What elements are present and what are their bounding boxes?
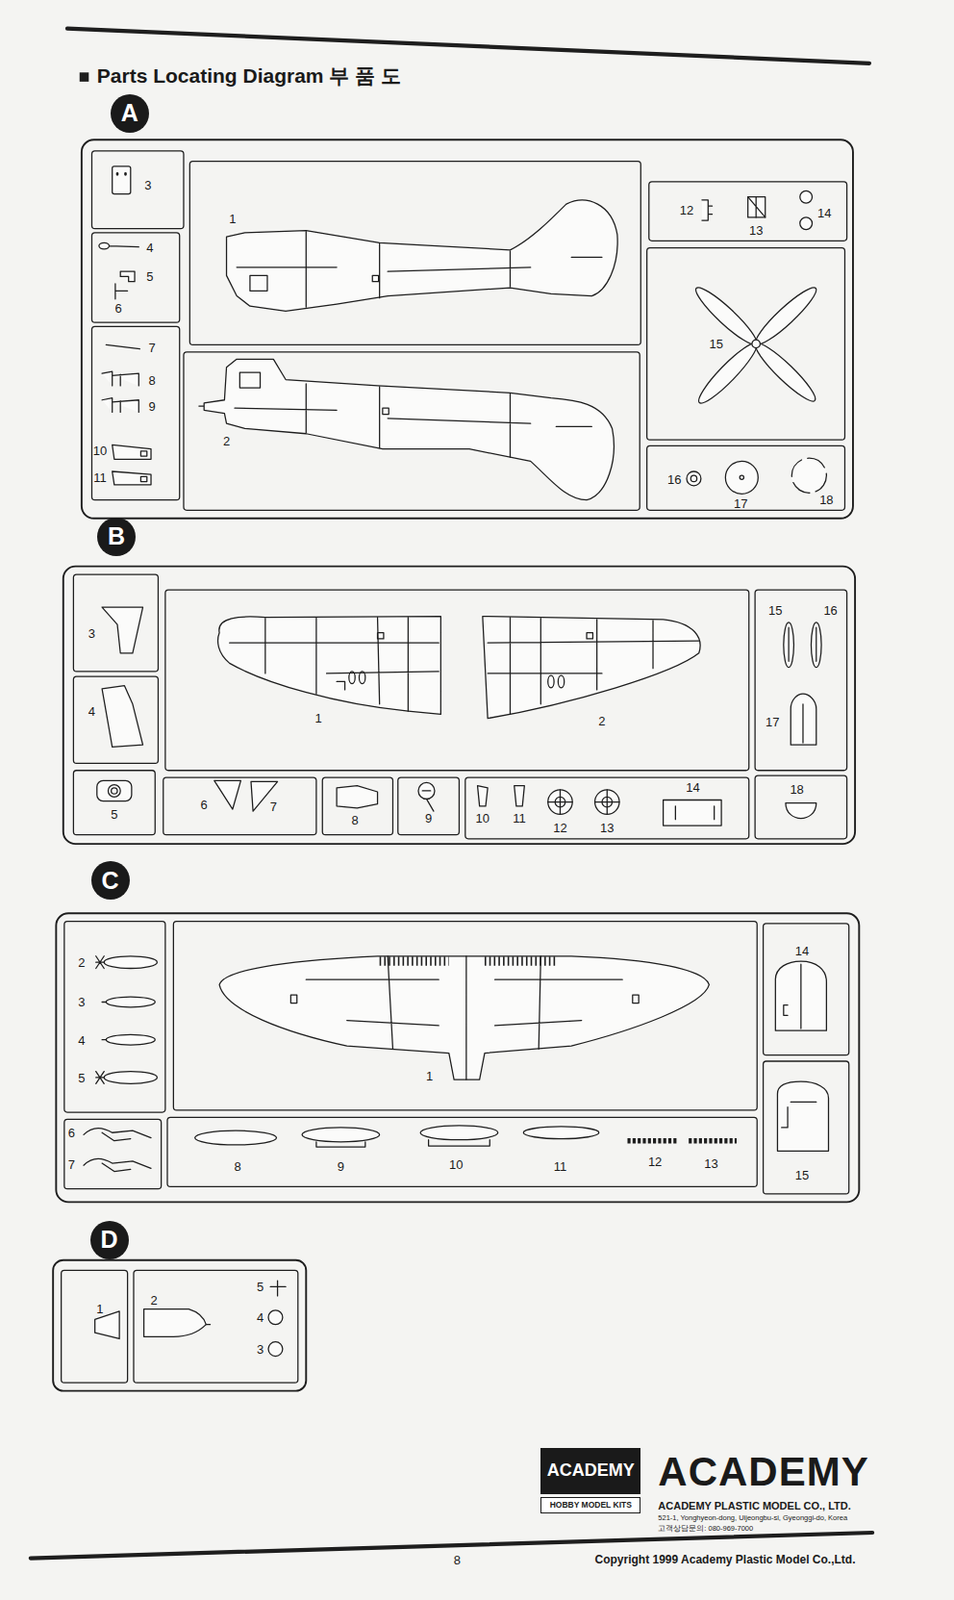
part-number: 12 xyxy=(552,821,567,834)
brand-logo: ACADEMY xyxy=(540,1447,641,1494)
part-number: 8 xyxy=(351,812,359,826)
company-address: 521-1, Yonghyeon-dong, Uijeongbu-si, Gye… xyxy=(657,1513,848,1522)
part-number: 18 xyxy=(819,492,833,505)
part-number: 13 xyxy=(703,1156,718,1170)
sprue-letter: B xyxy=(97,517,136,556)
brand-wordmark: ACADEMY xyxy=(657,1451,869,1492)
part-number: 3 xyxy=(77,995,85,1008)
part-number: 13 xyxy=(749,223,763,236)
node-text: C xyxy=(101,867,120,895)
part-number: 5 xyxy=(256,1280,264,1293)
part-number: 13 xyxy=(600,821,614,834)
sprue-letter: C xyxy=(91,860,130,900)
part-number: 6 xyxy=(68,1126,76,1139)
part-number: 7 xyxy=(148,340,155,353)
part-number: 9 xyxy=(337,1159,345,1173)
node-text: B xyxy=(107,523,126,551)
part-number: 4 xyxy=(88,704,96,718)
part-number: 4 xyxy=(146,240,153,253)
part-number: 8 xyxy=(148,373,155,386)
part-number: 16 xyxy=(667,473,681,486)
node-text: A xyxy=(121,100,139,127)
brand-tagline: HOBBY MODEL KITS xyxy=(540,1496,641,1513)
sprue-letter: D xyxy=(90,1220,129,1259)
part-number: 2 xyxy=(77,955,85,969)
sprue-letter: A xyxy=(110,94,150,133)
part-number: 6 xyxy=(200,797,208,810)
part-number: 9 xyxy=(148,400,155,413)
part-number: 7 xyxy=(68,1157,76,1171)
part-number: 5 xyxy=(110,807,118,821)
part-number: 7 xyxy=(270,799,277,812)
page-title: Parts Locating Diagram 부 품 도 xyxy=(97,65,402,86)
part-number: 12 xyxy=(679,203,694,217)
node-text: D xyxy=(100,1226,118,1254)
part-number: 18 xyxy=(789,781,804,795)
part-number: 14 xyxy=(817,205,831,219)
part-number: 15 xyxy=(768,603,782,617)
node-text: ACADEMY xyxy=(547,1460,635,1481)
part-number: 14 xyxy=(795,944,809,957)
part-number: 17 xyxy=(733,496,748,509)
part-number: 1 xyxy=(314,710,322,724)
part-number: 5 xyxy=(77,1070,85,1083)
part-number: 1 xyxy=(96,1301,103,1314)
part-number: 2 xyxy=(223,434,230,448)
page-number: 8 xyxy=(453,1552,461,1565)
part-number: 11 xyxy=(93,471,107,484)
part-number: 9 xyxy=(425,810,432,824)
part-number: 16 xyxy=(823,603,837,617)
part-number: 4 xyxy=(77,1032,85,1046)
part-number: 12 xyxy=(648,1154,662,1167)
copyright-note: Copyright 1999 Academy Plastic Model Co.… xyxy=(595,1553,856,1565)
part-number: 1 xyxy=(228,211,236,225)
part-number: 10 xyxy=(476,810,490,824)
part-number: 15 xyxy=(709,337,724,351)
part-number: 3 xyxy=(144,177,151,191)
part-number: 1 xyxy=(426,1068,433,1081)
company-phone: 고객상담문의: 080-969-7000 xyxy=(657,1524,754,1532)
company-name: ACADEMY PLASTIC MODEL CO., LTD. xyxy=(657,1500,851,1511)
part-number: 6 xyxy=(114,301,122,315)
part-number: 15 xyxy=(795,1167,809,1180)
part-number: 17 xyxy=(765,714,779,728)
part-number: 4 xyxy=(256,1310,264,1324)
part-number: 14 xyxy=(685,779,700,793)
part-number: 11 xyxy=(553,1159,568,1173)
part-number: 3 xyxy=(256,1342,264,1356)
part-number: 8 xyxy=(234,1159,242,1173)
part-number: 10 xyxy=(93,443,107,456)
node-text: HOBBY MODEL KITS xyxy=(550,1500,632,1509)
part-number: 2 xyxy=(598,713,605,727)
part-number: 2 xyxy=(150,1293,158,1306)
part-number: 10 xyxy=(449,1157,463,1171)
part-number: 11 xyxy=(512,810,527,824)
part-number: 3 xyxy=(88,626,96,639)
part-number: 5 xyxy=(146,270,153,283)
